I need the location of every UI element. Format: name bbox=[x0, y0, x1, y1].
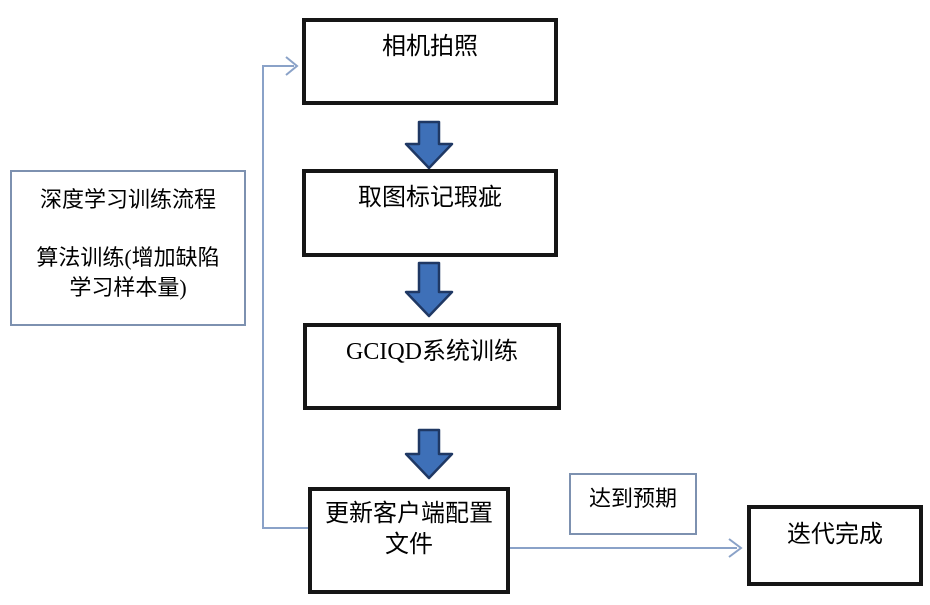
node-gciqd-training: GCIQD系统训练 bbox=[303, 323, 561, 410]
node-label: 取图标记瑕疵 bbox=[358, 185, 502, 211]
note-line: 学习样本量) bbox=[69, 275, 187, 300]
branch-label-text: 达到预期 bbox=[588, 486, 677, 511]
branch-condition-label: 达到预期 bbox=[569, 473, 697, 535]
loop-arrowhead-icon bbox=[285, 56, 299, 76]
node-label: 迭代完成 bbox=[787, 522, 883, 548]
down-block-arrow-icon bbox=[404, 120, 454, 170]
note-line: 深度学习训练流程 bbox=[39, 187, 216, 212]
loop-connector-line bbox=[262, 65, 308, 529]
node-iteration-complete: 迭代完成 bbox=[747, 505, 923, 586]
node-label: 更新客户端配置 bbox=[325, 501, 493, 527]
down-block-arrow-icon bbox=[404, 261, 454, 318]
note-training-process: 深度学习训练流程 算法训练(增加缺陷 学习样本量) bbox=[10, 170, 246, 326]
node-label: 相机拍照 bbox=[382, 34, 478, 60]
branch-arrowhead-icon bbox=[728, 538, 743, 558]
node-update-client-config: 更新客户端配置 文件 bbox=[308, 487, 510, 594]
node-label: GCIQD系统训练 bbox=[346, 339, 518, 365]
note-line: 算法训练(增加缺陷 bbox=[36, 245, 220, 270]
node-label: 文件 bbox=[385, 532, 433, 558]
down-block-arrow-icon bbox=[404, 428, 454, 480]
node-camera-capture: 相机拍照 bbox=[302, 18, 558, 105]
node-mark-defects: 取图标记瑕疵 bbox=[302, 169, 558, 257]
